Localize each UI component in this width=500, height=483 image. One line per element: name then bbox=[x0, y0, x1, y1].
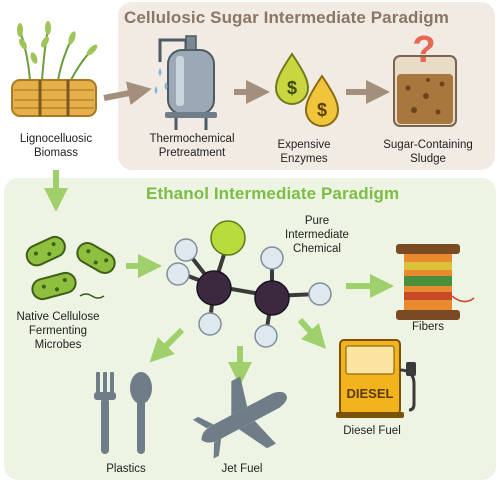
enzymes-icon: $ $ bbox=[274, 52, 340, 127]
ethanol-paradigm-title: Ethanol Intermediate Paradigm bbox=[146, 184, 400, 203]
diesel-pump-text: DIESEL bbox=[347, 386, 394, 401]
microbes-icon bbox=[25, 235, 116, 301]
question-mark-icon: ? bbox=[412, 29, 435, 71]
ethanol-molecule-icon bbox=[166, 220, 332, 348]
fiber-spool-icon bbox=[396, 244, 475, 320]
arrow-biomass-to-pretreatment bbox=[103, 81, 152, 106]
bottom-flow-arrows bbox=[44, 170, 394, 386]
diesel-fuel-label: Diesel Fuel bbox=[343, 425, 401, 437]
fibers-label: Fibers bbox=[412, 321, 444, 333]
plastics-label: Plastics bbox=[106, 463, 146, 475]
reactor-icon bbox=[154, 35, 217, 130]
jet-fuel-label: Jet Fuel bbox=[221, 463, 263, 475]
enzyme-dollar-symbol: $ bbox=[317, 100, 327, 120]
arrow-chemical-to-plastics bbox=[149, 327, 185, 363]
arrow-chemical-to-diesel bbox=[297, 317, 327, 349]
fork-spoon-icon bbox=[94, 372, 152, 454]
top-flow-arrows bbox=[103, 80, 390, 106]
enzyme-dollar-symbol: $ bbox=[287, 78, 297, 98]
diesel-pump-icon: DIESEL bbox=[336, 339, 416, 418]
biomass-icon bbox=[11, 21, 98, 117]
jet-icon bbox=[192, 376, 287, 459]
cellulosic-paradigm-title: Cellulosic Sugar Intermediate Paradigm bbox=[124, 8, 450, 27]
sludge-jar-icon: ? bbox=[393, 29, 457, 127]
